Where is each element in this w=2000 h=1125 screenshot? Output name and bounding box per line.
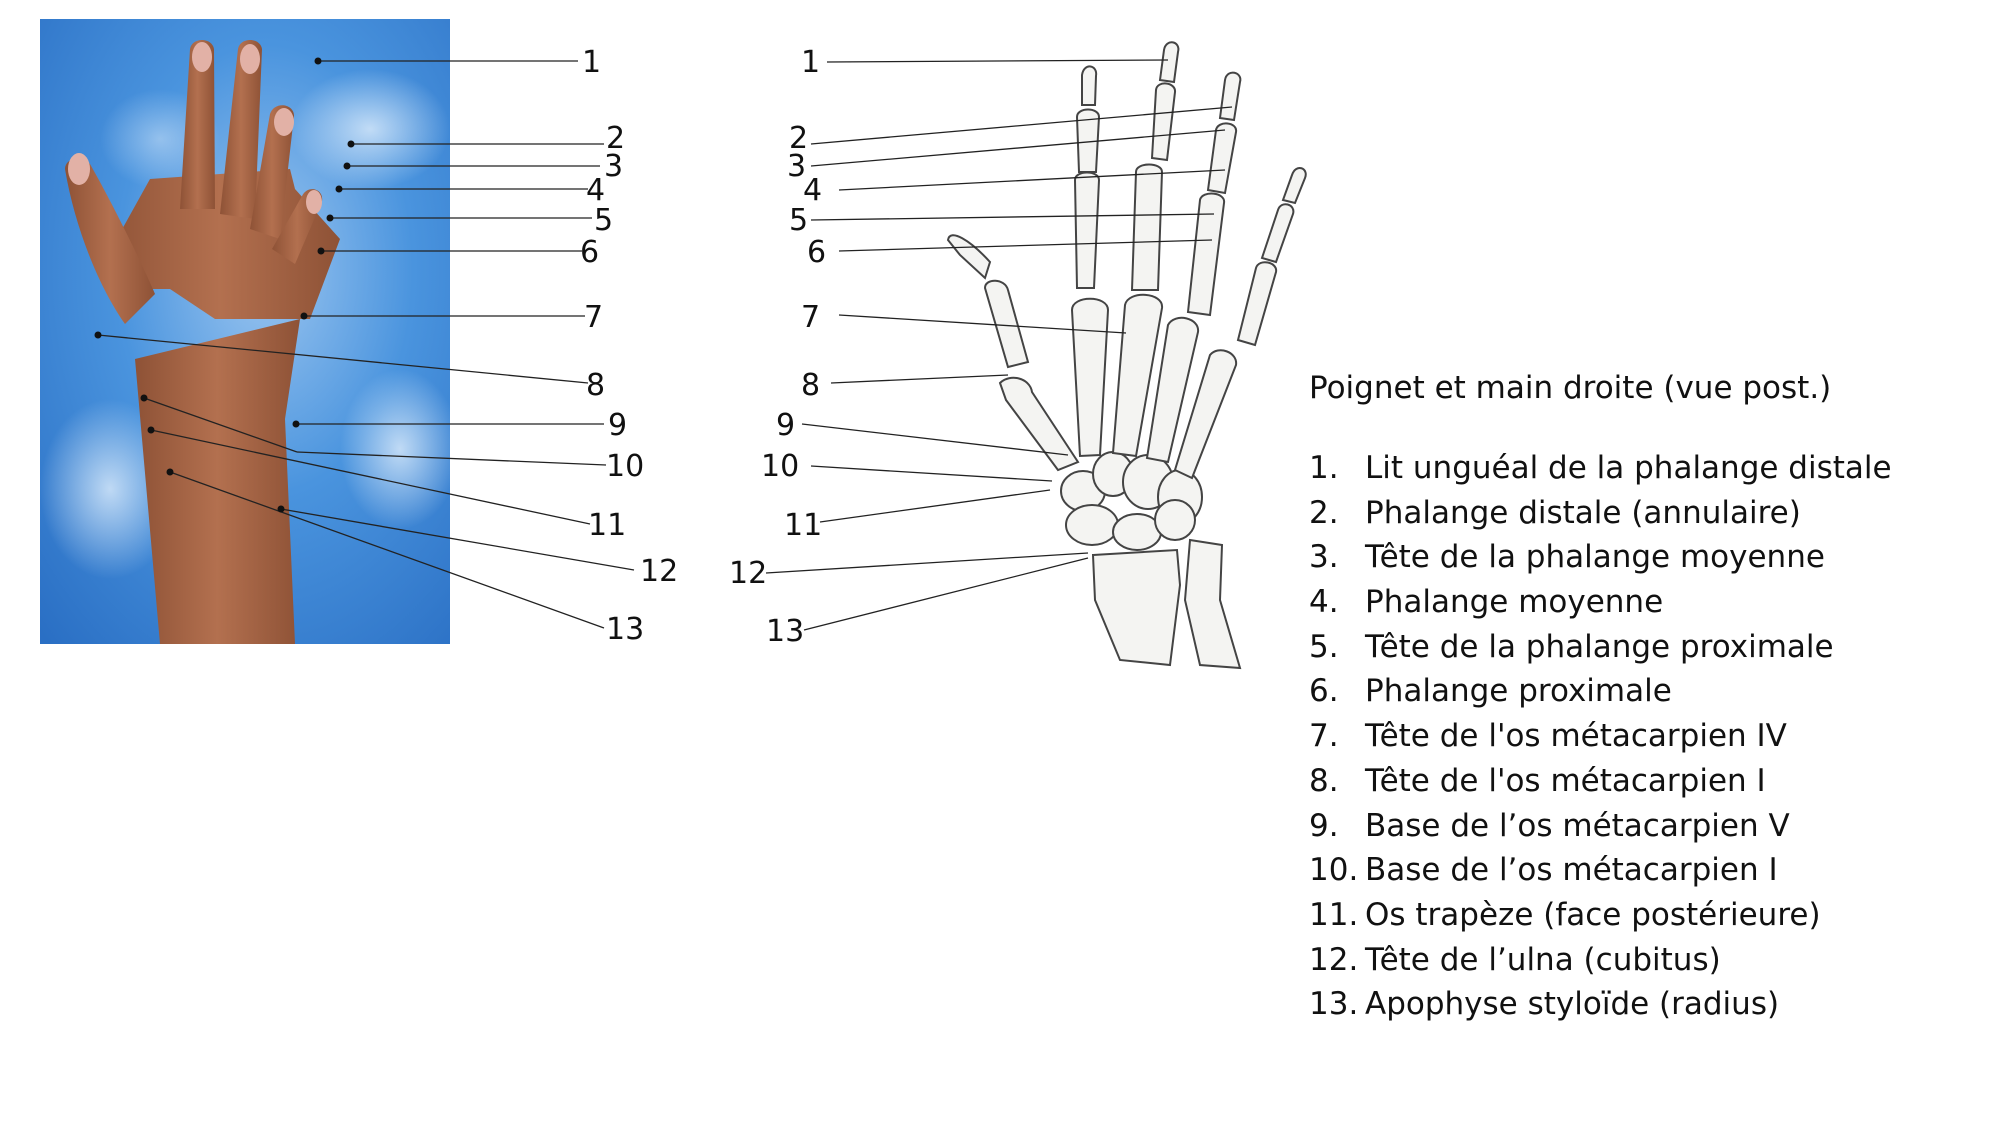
- legend-item-number: 4.: [1309, 584, 1339, 621]
- legend-item: 10.Base de l’os métacarpien I: [1309, 848, 1969, 893]
- legend-item-text: Lit unguéal de la phalange distale: [1365, 450, 1892, 486]
- photo-label-4: 4: [586, 173, 605, 208]
- photo-label-numbers: 1 2 3 4 5 6 7 8 9 10 11 12 13: [580, 45, 678, 647]
- carpal-bones: [1060, 451, 1203, 551]
- skeleton-label-9: 9: [776, 408, 795, 443]
- legend-item-number: 11.: [1309, 896, 1359, 933]
- legend-item-text: Tête de la phalange moyenne: [1365, 539, 1825, 576]
- skeleton-label-2: 2: [789, 121, 808, 156]
- legend-item-number: 12.: [1309, 941, 1359, 978]
- legend-item-text: Phalange distale (annulaire): [1365, 494, 1801, 531]
- legend-item-text: Tête de l'os métacarpien IV: [1365, 718, 1787, 755]
- proximal-phalanges: [983, 163, 1278, 369]
- legend-item: 4. Phalange moyenne: [1309, 580, 1969, 625]
- legend-item-number: 8.: [1309, 762, 1339, 799]
- photo-label-5: 5: [594, 203, 613, 238]
- photo-label-9: 9: [608, 408, 627, 443]
- hand-photo: [40, 19, 450, 644]
- legend-item: 6. Phalange proximale: [1309, 669, 1969, 714]
- photo-label-10: 10: [606, 449, 644, 484]
- ulna-bone: [1183, 538, 1242, 670]
- skeleton-label-8: 8: [801, 368, 820, 403]
- skeleton-label-3: 3: [787, 149, 806, 184]
- hand-silhouette: [65, 40, 340, 644]
- skeleton-label-5: 5: [789, 203, 808, 238]
- skeleton-label-10: 10: [761, 449, 799, 484]
- legend-item-number: 1.: [1309, 450, 1339, 486]
- legend-item-text: Phalange moyenne: [1365, 584, 1664, 621]
- legend-item-text: Tête de l’ulna (cubitus): [1365, 941, 1721, 978]
- fingernails: [68, 42, 322, 214]
- legend-item-text: Base de l’os métacarpien V: [1365, 807, 1790, 844]
- skeleton-label-numbers: 1 2 3 4 5 6 7 8 9 10 11 12 13: [729, 45, 826, 649]
- legend-item: 8. Tête de l'os métacarpien I: [1309, 759, 1969, 804]
- photo-marker-dots: [94, 57, 355, 513]
- photo-label-8: 8: [586, 368, 605, 403]
- legend: Poignet et main droite (vue post.) 1. Lit…: [1309, 370, 1969, 1027]
- hand-skeleton-drawing: [946, 41, 1307, 670]
- photo-label-11: 11: [588, 508, 626, 543]
- legend-item-text: Apophyse styloïde (radius): [1365, 986, 1780, 1023]
- legend-item: 12.Tête de l’ulna (cubitus): [1309, 938, 1969, 983]
- legend-list: 1. Lit unguéal de la phalange distale 2. P…: [1309, 446, 1969, 1027]
- skeleton-label-4: 4: [803, 173, 822, 208]
- middle-phalanges: [1075, 82, 1295, 264]
- legend-item: 13.Apophyse styloïde (radius): [1309, 982, 1969, 1027]
- legend-item-number: 6.: [1309, 673, 1339, 710]
- legend-item-number: 5.: [1309, 628, 1339, 665]
- photo-label-2: 2: [606, 121, 625, 156]
- photo-label-13: 13: [606, 612, 644, 647]
- legend-item-text: Phalange proximale: [1365, 673, 1672, 710]
- legend-item-text: Tête de l'os métacarpien I: [1365, 762, 1766, 799]
- legend-item: 1. Lit unguéal de la phalange distale: [1309, 446, 1969, 491]
- photo-label-1: 1: [582, 45, 601, 80]
- legend-item: 11.Os trapèze (face postérieure): [1309, 893, 1969, 938]
- legend-item-text: Tête de la phalange proximale: [1365, 628, 1834, 665]
- legend-item: 2. Phalange distale (annulaire): [1309, 491, 1969, 536]
- photo-leader-lines: [97, 60, 635, 629]
- photo-label-6: 6: [580, 235, 599, 270]
- legend-title: Poignet et main droite (vue post.): [1309, 370, 1832, 406]
- skeleton-label-7: 7: [801, 300, 820, 335]
- metacarpal-bones: [998, 293, 1238, 480]
- photo-label-3: 3: [604, 149, 623, 184]
- legend-item-number: 10.: [1309, 852, 1359, 889]
- legend-item: 9. Base de l’os métacarpien V: [1309, 804, 1969, 849]
- photo-label-12: 12: [640, 554, 678, 589]
- skeleton-label-6: 6: [807, 235, 826, 270]
- legend-item-text: Base de l’os métacarpien I: [1365, 852, 1778, 889]
- legend-item: 7. Tête de l'os métacarpien IV: [1309, 714, 1969, 759]
- legend-item-number: 9.: [1309, 807, 1339, 844]
- legend-item-number: 13.: [1309, 986, 1359, 1023]
- legend-item-number: 7.: [1309, 718, 1339, 755]
- legend-item: 3. Tête de la phalange moyenne: [1309, 535, 1969, 580]
- skeleton-leader-lines: [765, 59, 1233, 631]
- skeleton-label-11: 11: [784, 508, 822, 543]
- skeleton-label-12: 12: [729, 556, 767, 591]
- skeleton-label-13: 13: [766, 614, 804, 649]
- skeleton-label-1: 1: [801, 45, 820, 80]
- radius-bone: [1091, 548, 1182, 667]
- photo-label-7: 7: [584, 300, 603, 335]
- legend-item-number: 2.: [1309, 494, 1339, 531]
- legend-item-text: Os trapèze (face postérieure): [1365, 896, 1821, 933]
- legend-item-number: 3.: [1309, 539, 1339, 576]
- legend-item: 5. Tête de la phalange proximale: [1309, 625, 1969, 670]
